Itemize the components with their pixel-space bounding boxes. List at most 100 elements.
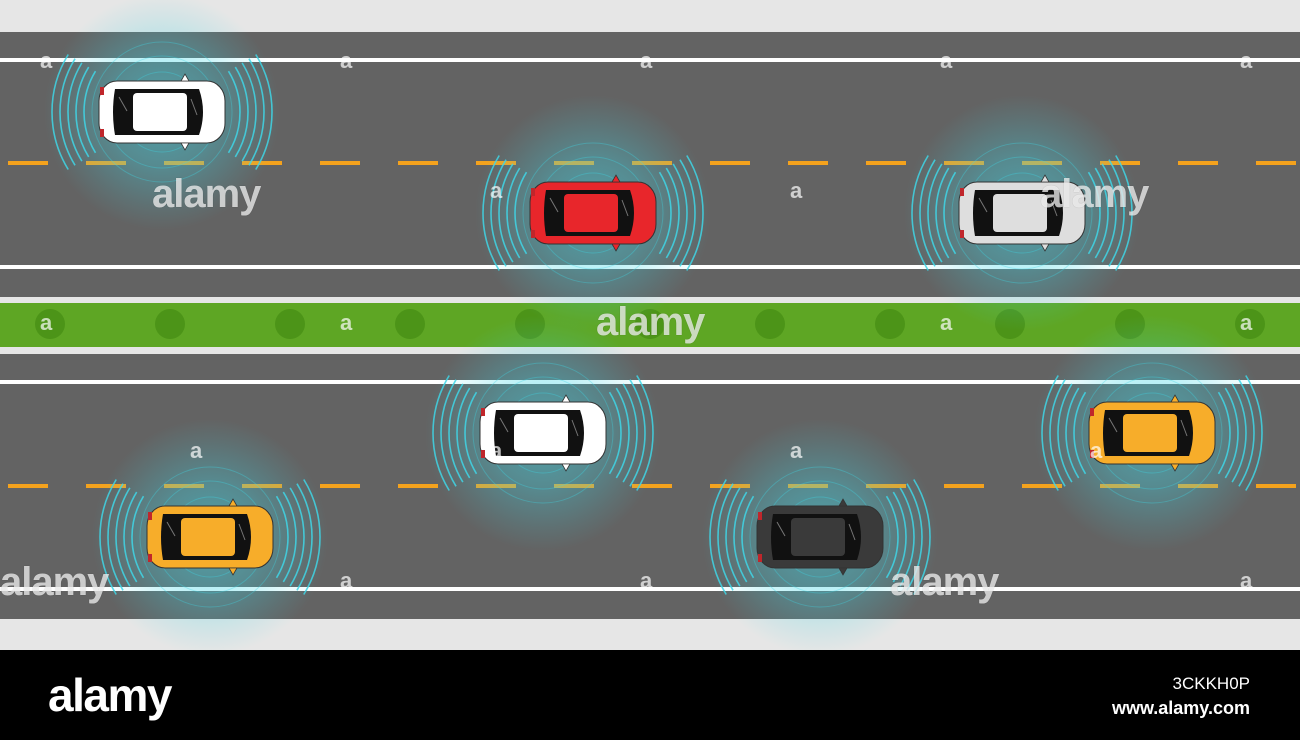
sensor-ring <box>1081 362 1223 504</box>
car-silver <box>958 174 1086 252</box>
sensor-wave <box>75 66 90 158</box>
center-dash <box>8 161 48 165</box>
sensor-ring <box>472 362 614 504</box>
sensor-wave <box>1115 155 1133 271</box>
car-white <box>98 73 226 151</box>
car-mirror <box>611 174 621 183</box>
sensor-wave <box>514 171 528 255</box>
sensor-wave <box>482 155 500 271</box>
watermark-letter: a <box>790 178 803 203</box>
center-dash <box>788 161 828 165</box>
sensor-wave <box>679 159 696 267</box>
sensor-wave <box>51 54 69 170</box>
center-dash <box>632 484 672 488</box>
glass-reflection <box>549 197 559 213</box>
sensor-wave <box>629 379 646 487</box>
lane-line <box>0 587 1300 591</box>
glass-reflection <box>978 197 988 213</box>
car-mirror <box>1040 243 1050 252</box>
sensor-ring <box>91 41 233 183</box>
tail-light <box>758 554 762 562</box>
tail-light <box>148 512 152 520</box>
sensor-ring <box>749 466 891 608</box>
sensor-wave-arcs <box>51 41 1263 608</box>
sensor-wave <box>911 155 929 271</box>
sensor-wave <box>255 54 273 170</box>
sensor-ring <box>522 142 664 284</box>
sensor-wave <box>99 479 117 595</box>
sensor-wave <box>919 159 936 267</box>
median-shoulder-bottom <box>0 347 1300 354</box>
sensor-wave <box>440 379 457 487</box>
sensor-wave <box>885 495 899 579</box>
glass-reflection <box>499 417 509 433</box>
sensor-wave <box>107 483 124 591</box>
sensor-wave <box>913 479 931 595</box>
center-dash <box>1178 161 1218 165</box>
sensor-wave <box>1087 171 1101 255</box>
sensor-wave <box>615 387 630 479</box>
sensor-wave <box>943 171 957 255</box>
car-mirror <box>838 567 848 576</box>
sensor-wave <box>59 58 76 166</box>
tail-light <box>1090 450 1094 458</box>
center-dash <box>1256 484 1296 488</box>
bush <box>1235 309 1265 339</box>
sensor-wave <box>935 167 950 259</box>
image-id: 3CKKH0P <box>1172 674 1250 693</box>
center-dash <box>398 161 438 165</box>
center-dash <box>320 161 360 165</box>
tail-light <box>481 450 485 458</box>
watermark-letter: a <box>940 48 953 73</box>
watermark-letter: a <box>490 438 503 463</box>
car-mirror <box>180 142 190 151</box>
sensor-wave <box>506 167 521 259</box>
sensor-wave <box>1101 163 1117 263</box>
center-dash <box>1022 484 1062 488</box>
sensor-wave <box>83 70 97 154</box>
sensor-wave <box>892 491 907 583</box>
bush <box>275 309 305 339</box>
lane-line <box>0 58 1300 62</box>
sensor-wave <box>1057 383 1073 483</box>
center-dash <box>320 484 360 488</box>
sensor-wave <box>1217 391 1231 475</box>
watermark-letter: a <box>1240 310 1253 335</box>
tail-light <box>481 408 485 416</box>
sensor-wave <box>665 167 680 259</box>
center-dash <box>866 161 906 165</box>
car-mirror <box>228 567 238 576</box>
tail-light <box>531 230 535 238</box>
watermark-letter: a <box>490 178 503 203</box>
sensor-wave <box>622 383 638 483</box>
watermark-letter: a <box>340 568 353 593</box>
sensor-wave <box>227 70 241 154</box>
center-dash <box>710 161 750 165</box>
watermark-letter: a <box>340 310 353 335</box>
tail-light <box>758 512 762 520</box>
sensor-wave <box>1041 375 1059 491</box>
sensor-wave <box>464 391 478 475</box>
sensor-ring <box>951 142 1093 284</box>
sensor-wave <box>741 495 755 579</box>
sensor-wave <box>725 487 741 587</box>
sensor-wave <box>1238 379 1255 487</box>
sensor-wave <box>131 495 145 579</box>
car-yellow <box>146 498 274 576</box>
sensor-wave <box>1073 391 1087 475</box>
sensor-wave <box>1108 159 1125 267</box>
watermark-letter: a <box>640 48 653 73</box>
watermark: alamy <box>0 560 109 604</box>
car-mirror <box>1170 463 1180 472</box>
sensor-wave <box>608 391 622 475</box>
sensor-wave <box>303 479 321 595</box>
sensor-wave <box>1094 167 1109 259</box>
sensor-wave <box>906 483 923 591</box>
sensor-wave <box>498 163 514 263</box>
glass-reflection <box>166 521 176 537</box>
sensor-wave <box>296 483 313 591</box>
sensor-wave <box>1065 387 1080 479</box>
sensor-wave <box>282 491 297 583</box>
sensor-wave <box>686 155 704 271</box>
car-roof <box>993 194 1047 232</box>
